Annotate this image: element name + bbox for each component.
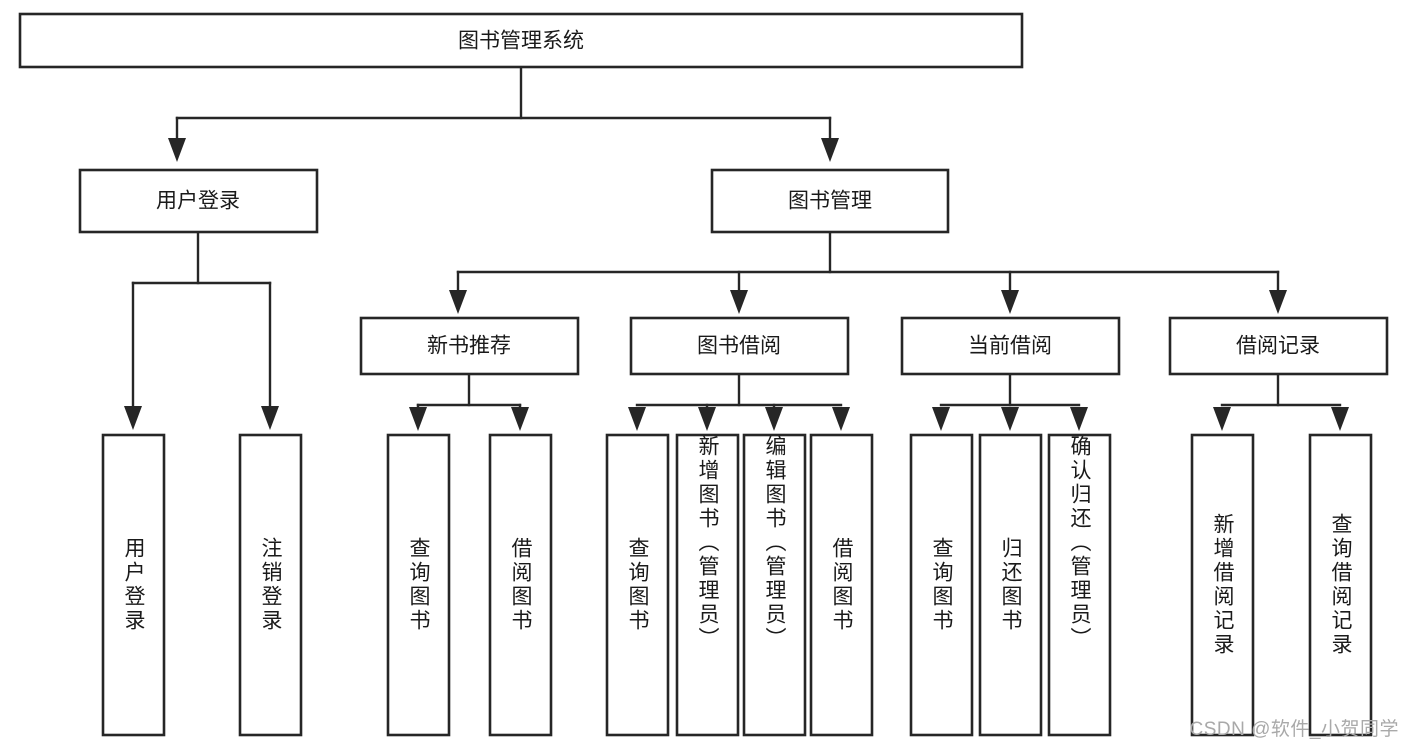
node-borrow-record[interactable]: 借阅记录 xyxy=(1168,316,1389,376)
node-current-borrow[interactable]: 当前借阅 xyxy=(900,316,1121,376)
node-root-box[interactable] xyxy=(18,12,1024,69)
arrowhead-book-manage-c1 xyxy=(449,290,467,314)
arrowhead-new-book-leaf2 xyxy=(511,407,529,431)
arrowhead-new-book-leaf1 xyxy=(409,407,427,431)
node-book-borrow[interactable]: 图书借阅 xyxy=(629,316,850,376)
arrowhead-book-borrow-leaf2 xyxy=(698,407,716,431)
node-new-book-recommend-box[interactable] xyxy=(359,316,580,376)
arrowhead-book-borrow-leaf1 xyxy=(628,407,646,431)
node-borrow-record-label: 借阅记录 xyxy=(1236,335,1320,358)
connector-group-current-borrow xyxy=(932,372,1088,431)
node-new-book-recommend[interactable]: 新书推荐 xyxy=(359,316,580,376)
connector-group-user-login xyxy=(124,230,279,430)
leaf-box-current-borrow-2[interactable] xyxy=(978,433,1043,737)
connector-group-new-book xyxy=(409,372,529,431)
connector-group-book-manage xyxy=(449,230,1287,314)
arrowhead-current-borrow-leaf3 xyxy=(1070,407,1088,431)
arrowhead-root-to-user-login xyxy=(168,138,186,162)
arrowhead-root-to-book-manage xyxy=(821,138,839,162)
arrowhead-book-manage-c4 xyxy=(1269,290,1287,314)
node-user-login-box[interactable] xyxy=(78,168,319,234)
arrowhead-current-borrow-leaf1 xyxy=(932,407,950,431)
arrowhead-book-manage-c3 xyxy=(1001,290,1019,314)
leaf-box-current-borrow-3[interactable] xyxy=(1047,433,1112,737)
arrowhead-user-login-leaf1 xyxy=(124,406,142,430)
connector-group-root xyxy=(168,65,839,162)
leaf-box-book-borrow-1[interactable] xyxy=(605,433,670,737)
arrowhead-current-borrow-leaf2 xyxy=(1001,407,1019,431)
arrowhead-book-borrow-leaf3 xyxy=(765,407,783,431)
node-borrow-record-box[interactable] xyxy=(1168,316,1389,376)
arrowhead-book-manage-c2 xyxy=(730,290,748,314)
node-book-manage-label: 图书管理 xyxy=(788,190,872,213)
node-new-book-recommend-label: 新书推荐 xyxy=(427,335,511,358)
arrowhead-borrow-record-leaf2 xyxy=(1331,407,1349,431)
node-root[interactable]: 图书管理系统 xyxy=(18,12,1024,69)
connector-group-borrow-record xyxy=(1213,372,1349,431)
node-current-borrow-box[interactable] xyxy=(900,316,1121,376)
leaf-box-current-borrow-1[interactable] xyxy=(909,433,974,737)
leaf-box-new-book-2[interactable] xyxy=(488,433,553,737)
node-current-borrow-label: 当前借阅 xyxy=(968,335,1052,358)
leaf-box-book-borrow-2[interactable] xyxy=(675,433,740,737)
leaf-box-book-borrow-3[interactable] xyxy=(742,433,807,737)
arrowhead-book-borrow-leaf4 xyxy=(832,407,850,431)
arrowhead-borrow-record-leaf1 xyxy=(1213,407,1231,431)
leaf-box-borrow-record-2[interactable] xyxy=(1308,433,1373,737)
node-book-manage[interactable]: 图书管理 xyxy=(710,168,950,234)
connector-group-book-borrow xyxy=(628,372,850,431)
leaf-box-book-borrow-4[interactable] xyxy=(809,433,874,737)
leaf-box-borrow-record-1[interactable] xyxy=(1190,433,1255,737)
node-book-manage-box[interactable] xyxy=(710,168,950,234)
arrowhead-user-login-leaf2 xyxy=(261,406,279,430)
node-book-borrow-box[interactable] xyxy=(629,316,850,376)
node-user-login[interactable]: 用户登录 xyxy=(78,168,319,234)
leaf-box-new-book-1[interactable] xyxy=(386,433,451,737)
leaf-box-user-login-1[interactable] xyxy=(101,433,166,737)
leaf-box-user-login-2[interactable] xyxy=(238,433,303,737)
node-user-login-label: 用户登录 xyxy=(156,190,240,213)
node-root-label: 图书管理系统 xyxy=(458,30,584,53)
node-book-borrow-label: 图书借阅 xyxy=(697,335,781,358)
csdn-watermark: CSDN @软件_小贺同学 xyxy=(1189,719,1399,740)
